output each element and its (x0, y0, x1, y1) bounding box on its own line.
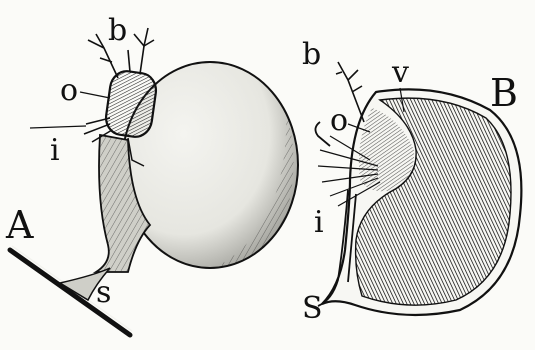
panel-a-drawing (10, 28, 298, 335)
panel-a-panel-label: A (5, 203, 34, 247)
panel-a-label-o: o (60, 73, 78, 108)
panel-b-panel-label: B (490, 71, 518, 115)
panel-b-label-v: v (391, 55, 409, 90)
panel-a-oval-body (104, 69, 158, 139)
panel-a-label-s: s (96, 275, 111, 310)
panel-b-label-o: o (330, 103, 348, 138)
panel-a-label-i: i (50, 133, 60, 168)
panel-b-label-i: i (314, 205, 324, 240)
panel-b-hook (315, 122, 330, 146)
panel-b-label-s: S (302, 291, 323, 326)
panel-a-label-b: b (108, 13, 127, 48)
panel-b-label-b: b (302, 37, 321, 72)
